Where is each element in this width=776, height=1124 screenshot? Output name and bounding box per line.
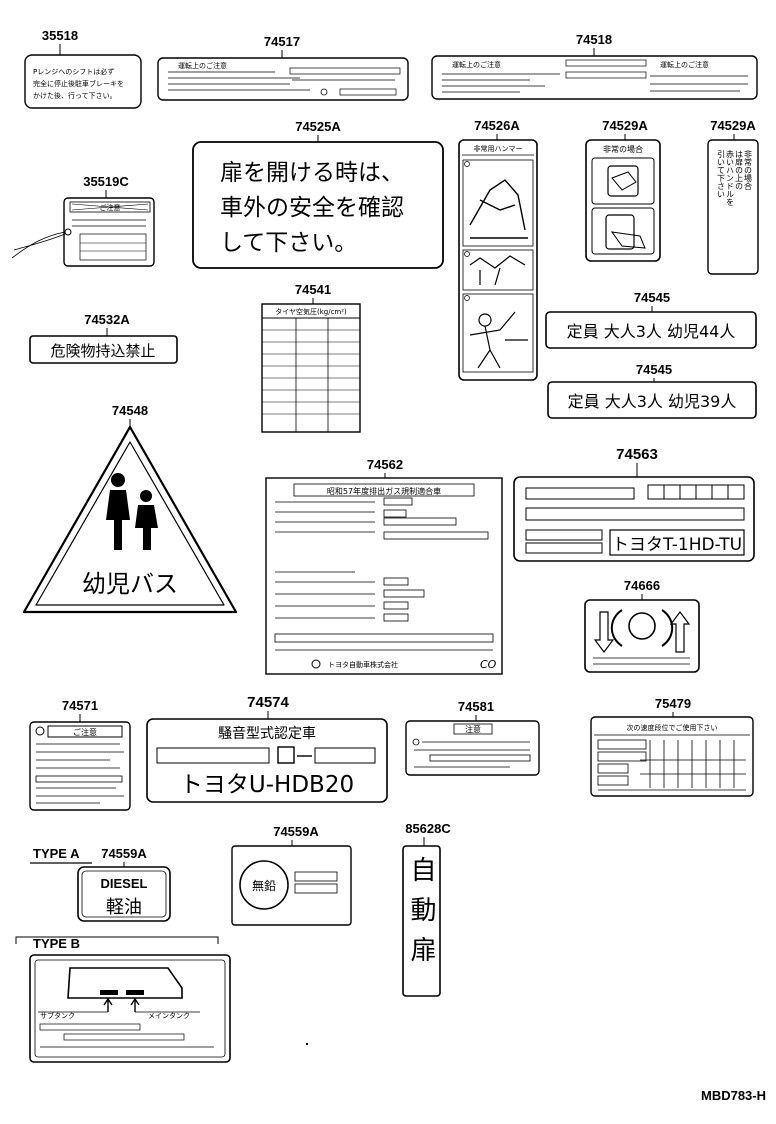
label-74518: 運転上のご注意 運転上のご注意 — [431, 55, 758, 100]
part-number-35518: 35518 — [42, 28, 78, 43]
label-74574-model: トヨタU-HDB20 — [180, 772, 354, 798]
label-74563: トヨタT-1HD-TU — [513, 476, 755, 562]
label-74526a-title: 非常用ハンマー — [474, 144, 523, 153]
label-74532a: 危険物持込禁止 — [29, 335, 178, 364]
label-74525a-line1: 扉を開ける時は、 — [220, 160, 404, 186]
label-74541-title: タイヤ空気圧(kg/cm²) — [275, 307, 347, 316]
label-74562-title: 昭和57年度排出ガス規制適合車 — [327, 486, 441, 496]
label-74559a-keiyu: 軽油 — [106, 897, 142, 918]
label-74574: 騒音型式認定車 トヨタU-HDB20 — [146, 718, 388, 803]
label-74525a-line2: 車外の安全を確認 — [220, 195, 404, 221]
drawing-code: MBD783-H — [701, 1088, 766, 1103]
label-35518: Pレンジへのシフトは必ず 完全に停止後駐車ブレーキを かけた後、行って下さい。 — [24, 54, 142, 109]
part-number-74559a-center: 74559A — [273, 824, 319, 839]
label-74529a-right-col4: 引いて下さい — [717, 150, 726, 198]
label-74529a-right-col3: 赤いハンドルを — [726, 150, 735, 206]
part-number-74563: 74563 — [616, 446, 658, 463]
part-number-75479: 75479 — [655, 696, 691, 711]
label-74525a-line3: して下さい。 — [220, 230, 357, 256]
label-74559a-center: 無鉛 — [231, 845, 352, 926]
part-number-74581: 74581 — [458, 699, 494, 714]
part-number-74525a: 74525A — [295, 119, 341, 134]
label-74562-maker: トヨタ自動車株式会社 — [328, 660, 398, 669]
label-75479: 次の速度段位でご使用下さい — [590, 716, 754, 797]
label-74517-title: 運転上のご注意 — [178, 61, 227, 70]
label-74518-title-right: 運転上のご注意 — [660, 60, 709, 69]
part-number-74562: 74562 — [367, 457, 403, 472]
children-crossing-icon — [106, 473, 158, 550]
part-number-74559a-type-a: 74559A — [101, 846, 147, 861]
part-number-74526a: 74526A — [474, 118, 520, 133]
part-number-74574: 74574 — [247, 694, 289, 711]
label-74559a-type-b: サブタンク メインタンク — [29, 954, 231, 1063]
label-85628c: 自動扉 — [402, 845, 441, 997]
part-number-74545-top: 74545 — [634, 290, 670, 305]
label-85628c-text: 自動扉 — [406, 856, 436, 976]
label-74571-title: ご注意 — [73, 727, 97, 737]
label-74581: 注意 — [405, 720, 540, 776]
label-74562: 昭和57年度排出ガス規制適合車 トヨタ自動車株式会社 CO — [265, 477, 503, 675]
part-number-35519c: 35519C — [83, 174, 129, 189]
label-35518-line3: かけた後、行って下さい。 — [33, 91, 117, 100]
label-35518-line1: Pレンジへのシフトは必ず — [33, 67, 114, 76]
label-74518-title-left: 運転上のご注意 — [452, 60, 501, 69]
label-74559a-type-a: DIESEL 軽油 — [77, 866, 171, 922]
label-74563-model: トヨタT-1HD-TU — [612, 535, 742, 555]
label-74574-title: 騒音型式認定車 — [218, 725, 316, 742]
label-74529a-left: 非常の場合 — [585, 139, 661, 262]
part-number-74529a-left: 74529A — [602, 118, 648, 133]
part-number-74571: 74571 — [62, 698, 98, 713]
label-74529a-right: 非常の場合 は扉の上の 赤いハンドルを 引いて下さい — [707, 139, 759, 275]
label-74548: 幼児バス — [22, 425, 238, 614]
bus-outline-icon — [67, 967, 183, 999]
label-74529a-left-title: 非常の場合 — [603, 144, 643, 154]
label-74559a-diesel: DIESEL — [101, 876, 148, 891]
label-74548-text: 幼児バス — [82, 570, 178, 598]
label-74517: 運転上のご注意 — [157, 57, 409, 101]
label-subtank: サブタンク — [40, 1011, 75, 1020]
type-b-label: TYPE B — [33, 936, 80, 951]
shift-arrows-icon — [593, 609, 691, 653]
part-number-74541: 74541 — [295, 282, 331, 297]
label-74581-title: 注意 — [465, 724, 481, 734]
label-35518-line2: 完全に停止後駐車ブレーキを — [33, 79, 124, 88]
label-74525a: 扉を開ける時は、 車外の安全を確認 して下さい。 — [192, 141, 444, 269]
label-35519c-title: ご注意 — [100, 203, 121, 212]
label-74545-top: 定員 大人3人 幼児44人 — [545, 311, 757, 349]
label-74532a-text: 危険物持込禁止 — [50, 342, 155, 360]
part-number-74532a: 74532A — [84, 312, 130, 327]
label-74559a-nolead: 無鉛 — [252, 878, 276, 893]
part-number-74529a-right: 74529A — [710, 118, 756, 133]
type-a-label: TYPE A — [33, 846, 80, 861]
part-number-85628c: 85628C — [405, 821, 451, 836]
label-74666 — [584, 599, 700, 673]
label-74545-top-text: 定員 大人3人 幼児44人 — [567, 322, 736, 341]
label-74545-bottom-text: 定員 大人3人 幼児39人 — [568, 392, 737, 411]
part-number-74545-bottom: 74545 — [636, 362, 672, 377]
label-74571: ご注意 — [29, 721, 131, 811]
label-74545-bottom: 定員 大人3人 幼児39人 — [547, 381, 757, 419]
part-number-74666: 74666 — [624, 578, 660, 593]
label-74526a: 非常用ハンマー — [458, 139, 538, 381]
label-75479-title: 次の速度段位でご使用下さい — [627, 723, 718, 732]
label-74529a-right-col2: は扉の上の — [735, 150, 744, 190]
label-74562-mark: CO — [480, 658, 497, 671]
part-number-74517: 74517 — [264, 34, 300, 49]
part-number-74548: 74548 — [112, 403, 148, 418]
label-maintank: メインタンク — [148, 1011, 190, 1020]
label-74529a-right-col1: 非常の場合 — [744, 149, 753, 191]
label-35519c: ご注意 — [11, 197, 155, 267]
part-number-74518: 74518 — [576, 32, 612, 47]
label-74541: タイヤ空気圧(kg/cm²) — [261, 303, 361, 433]
